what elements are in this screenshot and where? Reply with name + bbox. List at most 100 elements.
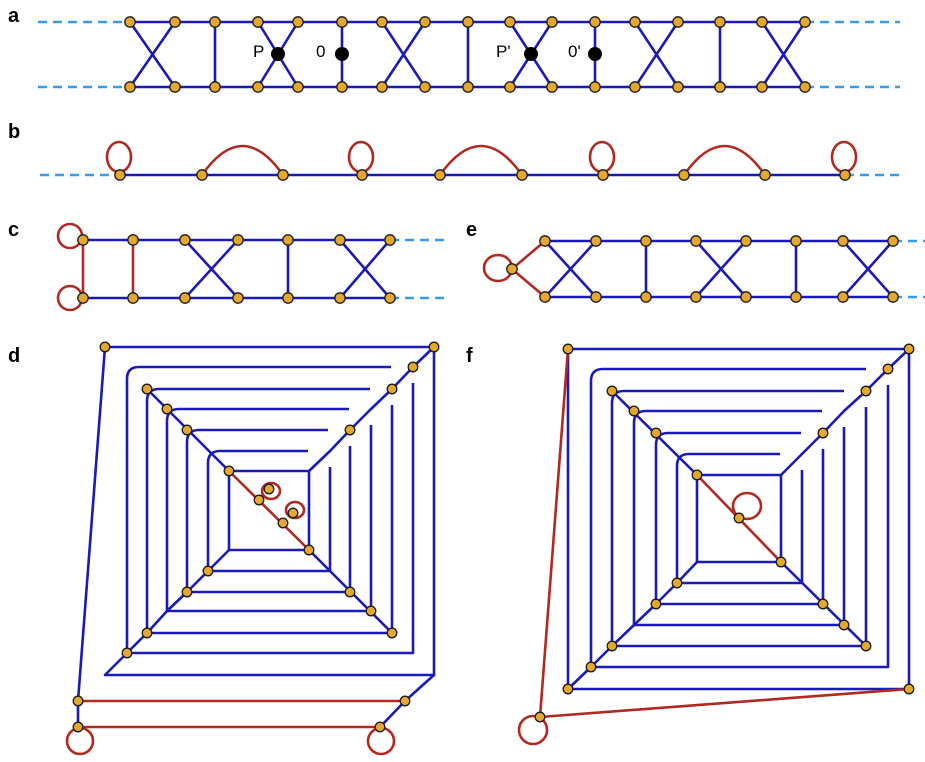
graph-node [650, 427, 662, 439]
graph-node [386, 627, 398, 639]
graph-node [562, 683, 574, 695]
graph-node [365, 605, 377, 617]
graph-node [376, 81, 388, 93]
graph-node [292, 81, 304, 93]
graph-node [650, 598, 662, 610]
graph-node [539, 291, 551, 303]
graph-node [303, 544, 315, 556]
special-edge [538, 687, 911, 719]
graph-node [384, 292, 396, 304]
graph-node [121, 647, 133, 659]
graph-node [640, 291, 652, 303]
graph-node [287, 507, 299, 519]
marker-point [524, 47, 538, 61]
graph-node [903, 683, 915, 695]
marker-point [588, 47, 602, 61]
graph-node [546, 81, 558, 93]
graph-node [282, 292, 294, 304]
edge [403, 673, 436, 703]
self-loop [260, 481, 282, 501]
graph-node [263, 483, 275, 495]
edge [307, 449, 332, 473]
graph-node [114, 169, 126, 181]
edge [543, 239, 598, 299]
spiral-edge [125, 365, 415, 655]
graph-node [640, 235, 652, 247]
graph-node [629, 81, 641, 93]
graph-node [690, 235, 702, 247]
special-edges-layer [56, 140, 911, 756]
graph-node [419, 16, 431, 28]
graph-node [790, 291, 802, 303]
graph-node [124, 16, 136, 28]
graph-node [775, 556, 787, 568]
graph-node [690, 291, 702, 303]
graph-node [374, 721, 386, 733]
graph-node [72, 695, 84, 707]
graph-node [590, 291, 602, 303]
graph-node [678, 169, 690, 181]
graph-node [209, 81, 221, 93]
graph-node [384, 234, 396, 246]
graph-node [817, 427, 829, 439]
graph-node [539, 235, 551, 247]
self-loop [517, 714, 549, 746]
marker-point [335, 47, 349, 61]
graph-node [376, 16, 388, 28]
graph-node [628, 405, 640, 417]
point-label-p-prime: P' [496, 42, 511, 61]
graph-node [838, 619, 850, 631]
graph-node [434, 169, 446, 181]
spiral-edge [206, 449, 332, 573]
panel-label-c: c [8, 219, 19, 241]
self-loop [830, 140, 858, 174]
point-label-o: 0 [316, 42, 325, 61]
graph-node [179, 292, 191, 304]
edge [378, 699, 407, 729]
graph-node [590, 235, 602, 247]
nodes-layer [72, 16, 915, 733]
graph-node [127, 234, 139, 246]
panel-label-e: e [466, 219, 477, 241]
graph-node [837, 291, 849, 303]
spiral-edge [568, 347, 911, 691]
graph-node [202, 565, 214, 577]
graph-node [127, 292, 139, 304]
graph-node [141, 627, 153, 639]
graph-node [589, 16, 601, 28]
graph-node [77, 234, 89, 246]
graph-node [629, 16, 641, 28]
marker-point [271, 47, 285, 61]
graph-node [733, 512, 745, 524]
edges-layer [76, 20, 911, 729]
graph-node [589, 81, 601, 93]
graph-node [887, 291, 899, 303]
panel-label-a: a [8, 5, 20, 27]
graph-node [386, 383, 398, 395]
dashed-lines-layer [38, 20, 925, 300]
graph-node [232, 292, 244, 304]
graph-node [887, 235, 899, 247]
graph-node [407, 361, 419, 373]
point-label-o-prime: 0' [568, 42, 581, 61]
special-edge [227, 469, 311, 552]
graph-node [504, 81, 516, 93]
graph-node [691, 469, 703, 481]
graph-node [399, 695, 411, 707]
graph-node [799, 81, 811, 93]
graph-node [253, 494, 265, 506]
graph-node [534, 711, 546, 723]
graph-node [671, 577, 683, 589]
self-loop [588, 140, 616, 174]
edge [183, 238, 240, 300]
graph-node [124, 81, 136, 93]
edge [128, 20, 177, 89]
graph-node [516, 169, 528, 181]
graph-node [344, 586, 356, 598]
self-loop [56, 222, 84, 250]
graph-node [356, 169, 368, 181]
graph-node [334, 234, 346, 246]
panel-label-d: d [8, 345, 20, 367]
graph-node [344, 424, 356, 436]
point-label-p: P [253, 42, 264, 61]
